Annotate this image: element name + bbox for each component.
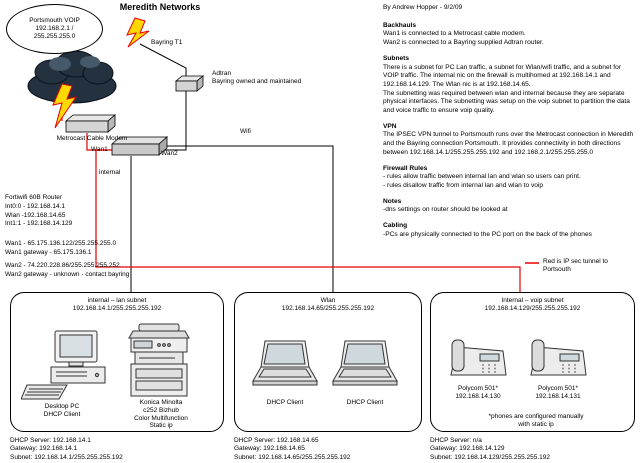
internet-cloud-icon [27,50,117,104]
subnet-lan-title: internal – lan subnet [87,297,147,304]
notes-column: By Andrew Hopper - 9/2/09 Backhauls Wan1… [383,4,636,239]
section-body: Wan1 is connected to a Metrocast cable m… [383,30,544,47]
router-interfaces-info: Fortiwifi 60B Router Int0:0 - 192.168.14… [5,194,73,228]
page-title: Meredith Networks [119,2,201,12]
section-heading: VPN [383,122,397,130]
metrocast-modem-label: Metrocast Cable Modem [56,135,128,142]
lan-dhcp-footer: DHCP Server: 192.168.14.1 Gateway: 192.1… [10,437,123,461]
desk-phone-icon [530,339,587,376]
section-heading: Cabling [383,222,408,230]
section-heading: Firewall Rules [383,164,428,172]
byline: By Andrew Hopper - 9/2/09 [383,4,463,11]
bayring-to-adtran-line [139,43,187,81]
desk-phone-icon [450,339,507,376]
section-vpn: VPN The IPSEC VPN tunnel to Portsmouth r… [383,123,636,158]
bayring-t1-bolt-icon [126,17,150,48]
red-line-sample-icon [525,262,539,264]
cable-modem-icon [64,114,117,133]
section-firewall-rules: Firewall Rules - rules allow traffic bet… [383,165,636,191]
adtran-label: Adtran Bayring owned and maintained [212,70,302,86]
phone-label: Polycom 501* 192.168.14.131 [535,385,581,400]
phone-label: Polycom 501* 192.168.14.130 [455,385,501,400]
wifi-line [160,145,334,292]
adtran-to-router-line [160,91,187,151]
wlan-dhcp-footer: DHCP Server: 192.168.14.65 Gateway: 192.… [234,437,351,461]
section-heading: Notes [383,197,402,205]
lightning-bolt-icon [52,83,78,129]
desktop-pc-label: Desktop PC DHCP Client [43,403,81,418]
wan1-port-label: Wan1 [91,146,108,153]
section-notes: Notes -dns settings on router should be … [383,198,636,215]
portsmouth-voip-callout: Portsmouth VOIP 192.168.2.1 / 255.255.25… [6,4,103,54]
printer-label: Konica Minolta c252 Bizhub Color Multifu… [134,399,188,430]
section-body: - rules allow traffic between internal l… [383,173,581,189]
laptop-icon [252,340,318,386]
router-icon [110,136,169,156]
section-heading: Backhauls [383,21,416,29]
laptop-label: DHCP Client [346,399,384,406]
tunnel-legend: Red is IP sec tunnel to Portsouth [524,258,632,275]
internal-port-label: internal [99,169,121,176]
wan2-info: Wan2 - 74.220.228.86/255.255.255.252 Wan… [5,262,130,278]
subnet-voip: Internal – voip subnet 192.168.14.129/25… [430,292,635,432]
voip-dhcp-footer: DHCP Server: n/a Gateway: 192.168.14.129… [430,437,550,461]
phones-static-ip-note: *phones are configured manually with sta… [488,413,584,429]
subnet-wlan-cidr: 192.168.14.65/255.255.255.192 [281,305,375,313]
section-backhauls: Backhauls Wan1 is connected to a Metroca… [383,22,636,48]
wifi-label: Wifi [240,128,251,135]
printer-icon [128,323,190,397]
bayring-t1-label: Bayring T1 [151,39,183,46]
subnet-lan-cidr: 192.168.14.1/255.255.255.192 [72,305,162,313]
tunnel-legend-text: Red is IP sec tunnel to Portsouth [543,258,608,274]
section-body: There is a subnet for PC Lan traffic, a … [383,63,630,115]
section-body: -PCs are physically connected to the PC … [383,230,592,238]
section-heading: Subnets [383,54,410,62]
laptop-label: DHCP Client [266,399,304,406]
section-subnets: Subnets There is a subnet for PC Lan tra… [383,55,636,116]
subnet-lan: internal – lan subnet 192.168.14.1/255.2… [10,292,224,432]
section-body: The IPSEC VPN tunnel to Portsmouth runs … [383,131,634,156]
subnet-voip-cidr: 192.168.14.129/255.255.255.192 [484,305,581,313]
wan2-port-label: Wan2 [161,150,178,157]
section-cabling: Cabling -PCs are physically connected to… [383,222,636,239]
subnet-wlan: Wlan 192.168.14.65/255.255.255.192 DHCP … [234,292,422,432]
desktop-pc-icon [21,330,106,400]
wan1-info: Wan1 - 65.175.136.122/255.255.255.0 Wan1… [5,240,117,256]
laptop-icon [332,340,398,386]
section-body: -dns settings on router should be looked… [383,206,508,214]
adtran-router-icon [174,75,205,92]
subnet-wlan-title: Wlan [320,297,336,304]
subnet-voip-title: Internal – voip subnet [501,297,564,304]
